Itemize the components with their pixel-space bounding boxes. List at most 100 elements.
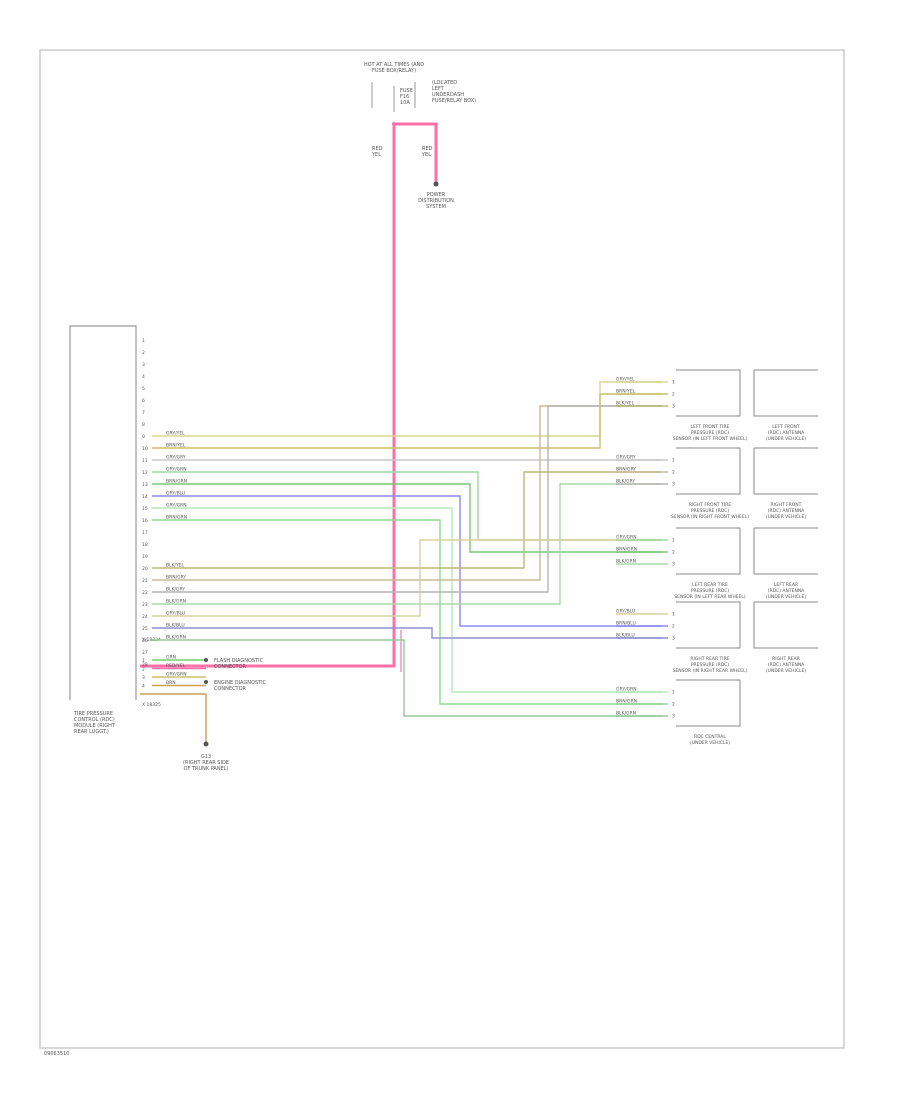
fuse-box-title-1: HOT AT ALL TIMES (AND bbox=[364, 62, 424, 68]
engine-diagnostic-label-1: ENGINE DIAGNOSTIC bbox=[214, 680, 267, 686]
wire-label: BLK/YEL bbox=[166, 563, 185, 569]
sensor-label: SENSOR (IN LEFT REAR WHEEL) bbox=[674, 594, 746, 600]
module-pin: 15 bbox=[142, 506, 148, 512]
wire-label: GRY/GRN bbox=[166, 467, 187, 473]
fuse-box-source: HOT AT ALL TIMES (AND FUSE BOX/RELAY) FU… bbox=[364, 62, 476, 126]
ground-g13: G13 (RIGHT REAR SIDE OF TRUNK PANEL) bbox=[140, 693, 229, 772]
sensor-box bbox=[676, 527, 741, 575]
signal-wire bbox=[152, 495, 662, 627]
signal-wire bbox=[152, 483, 662, 605]
fuse-label-1: FUSE bbox=[400, 88, 413, 94]
module-lower-pin: 2 bbox=[142, 667, 145, 673]
module-pins: 1234567891011121314151617181920212223242… bbox=[142, 338, 148, 690]
sensor-label: SENSOR (IN RIGHT REAR WHEEL) bbox=[673, 668, 748, 674]
module-pin: 18 bbox=[142, 542, 148, 548]
module-pin: 10 bbox=[142, 446, 148, 452]
module-pin: 21 bbox=[142, 578, 148, 584]
fuse-location-1: (LOCATED bbox=[432, 80, 457, 86]
sensor-wire-label: GRY/BLU bbox=[616, 609, 635, 615]
wire-label: BRN/GRN bbox=[166, 479, 187, 485]
sensor-label: LEFT FRONT TIRE bbox=[691, 424, 730, 430]
flash-diagnostic-node bbox=[204, 658, 208, 662]
sensor-wire-label: BLK/GRY bbox=[616, 479, 635, 485]
wire-right-label-1: RED bbox=[422, 146, 433, 152]
antenna-label: (RDC) ANTENNA bbox=[768, 508, 805, 514]
signal-wire bbox=[152, 405, 662, 593]
sensor-label: RIGHT REAR TIRE bbox=[690, 656, 729, 662]
sensor-label: LEFT REAR TIRE bbox=[692, 582, 728, 588]
module-pin: 27 bbox=[142, 650, 148, 656]
module-pin: 6 bbox=[142, 398, 145, 404]
sensor-label: SENSOR (IN LEFT FRONT WHEEL) bbox=[673, 436, 748, 442]
sensor-label: RIGHT FRONT TIRE bbox=[689, 502, 732, 508]
module-pin: 28 bbox=[142, 662, 148, 668]
power-wire-label: BRN bbox=[166, 680, 176, 686]
sensor-wire-label: BRN/GRN bbox=[616, 699, 637, 705]
sensor-pin: 1 bbox=[672, 458, 675, 464]
sensor-wire-label: BLK/GRN bbox=[616, 711, 636, 717]
antenna-label: RIGHT REAR bbox=[772, 656, 800, 662]
antenna-label: (UNDER VEHICLE) bbox=[766, 594, 806, 600]
power-distribution-3: SYSTEM bbox=[426, 204, 446, 210]
sensor-label: PRESSURE (RDC) bbox=[691, 662, 730, 668]
antenna-label: (RDC) ANTENNA bbox=[768, 588, 805, 594]
wire-label: BLK/GRN bbox=[166, 635, 186, 641]
module-pin: 22 bbox=[142, 590, 148, 596]
signal-wires: GRY/YEL BRN/YEL GRY/GRY GRY/GRN BRN/GRN GRY/B… bbox=[152, 381, 662, 717]
sensor-pin: 3 bbox=[672, 636, 675, 642]
signal-wire bbox=[152, 381, 662, 437]
wire-label: BLK/BLU bbox=[166, 623, 185, 629]
module-pin: 26 bbox=[142, 638, 148, 644]
antenna-label: LEFT REAR bbox=[774, 582, 798, 588]
sensor-box bbox=[676, 369, 741, 417]
sensor-label: PRESSURE (RDC) bbox=[691, 588, 730, 594]
module-pin: 20 bbox=[142, 566, 148, 572]
fuse-label-3: 10A bbox=[400, 100, 410, 106]
power-distribution-2: DISTRIBUTION bbox=[418, 198, 454, 204]
sensor-label: SENSOR (IN RIGHT FRONT WHEEL) bbox=[671, 514, 749, 520]
module-pin: 14 bbox=[142, 494, 148, 500]
sensor-pin: 1 bbox=[672, 538, 675, 544]
module-pin: 24 bbox=[142, 614, 148, 620]
module-lower-pin: 1 bbox=[142, 658, 145, 664]
sensor-wire-label: BRN/BLU bbox=[616, 621, 636, 627]
module-pin: 11 bbox=[142, 458, 148, 464]
sensor-wire-label: BLK/YEL bbox=[616, 401, 635, 407]
power-distribution-1: POWER bbox=[427, 192, 446, 198]
antenna-box bbox=[753, 370, 818, 417]
sensor-wire-label: GRY/GRN bbox=[616, 687, 637, 693]
wire-label: GRY/BLU bbox=[166, 491, 185, 497]
sensor-wire-label: BLK/BLU bbox=[616, 633, 635, 639]
wire-label: GRY/GRN bbox=[166, 503, 187, 509]
antenna-label: (RDC) ANTENNA bbox=[768, 430, 805, 436]
sensor-box bbox=[676, 679, 741, 727]
wire-label: BRN/GRN bbox=[166, 515, 187, 521]
sensor-wire-label: BLK/GRN bbox=[616, 559, 636, 565]
sensor-wire-label: BRN/YEL bbox=[616, 389, 636, 395]
wire-label: GRY/YEL bbox=[166, 431, 185, 437]
module-pin: 23 bbox=[142, 602, 148, 608]
power-distribution-node bbox=[433, 181, 439, 187]
sensor-wire-label: GRY/GRY bbox=[616, 455, 636, 461]
rdc-module-outline bbox=[69, 325, 137, 700]
sensor-pin: 1 bbox=[672, 690, 675, 696]
signal-wire bbox=[152, 507, 662, 693]
module-pin: 19 bbox=[142, 554, 148, 560]
sensor-pin: 3 bbox=[672, 562, 675, 568]
signal-wire bbox=[152, 471, 662, 569]
connector-b-label: X 18325 bbox=[142, 702, 161, 708]
sensor-pin: 2 bbox=[672, 624, 675, 630]
antenna-label: RDC CENTRAL bbox=[694, 734, 726, 740]
module-pin: 17 bbox=[142, 530, 148, 536]
ground-label: G13 bbox=[201, 754, 211, 760]
module-pin: 3 bbox=[142, 362, 145, 368]
flash-diagnostic-label-2: CONNECTOR bbox=[214, 664, 247, 670]
rdc-module-label-1: TIRE PRESSURE bbox=[73, 711, 113, 717]
wire-label: GRY/BLU bbox=[166, 611, 185, 617]
sensor-box bbox=[676, 601, 741, 649]
power-wire-label: RED/YEL bbox=[166, 663, 186, 669]
sensor-pin: 2 bbox=[672, 392, 675, 398]
signal-wire bbox=[152, 405, 662, 581]
